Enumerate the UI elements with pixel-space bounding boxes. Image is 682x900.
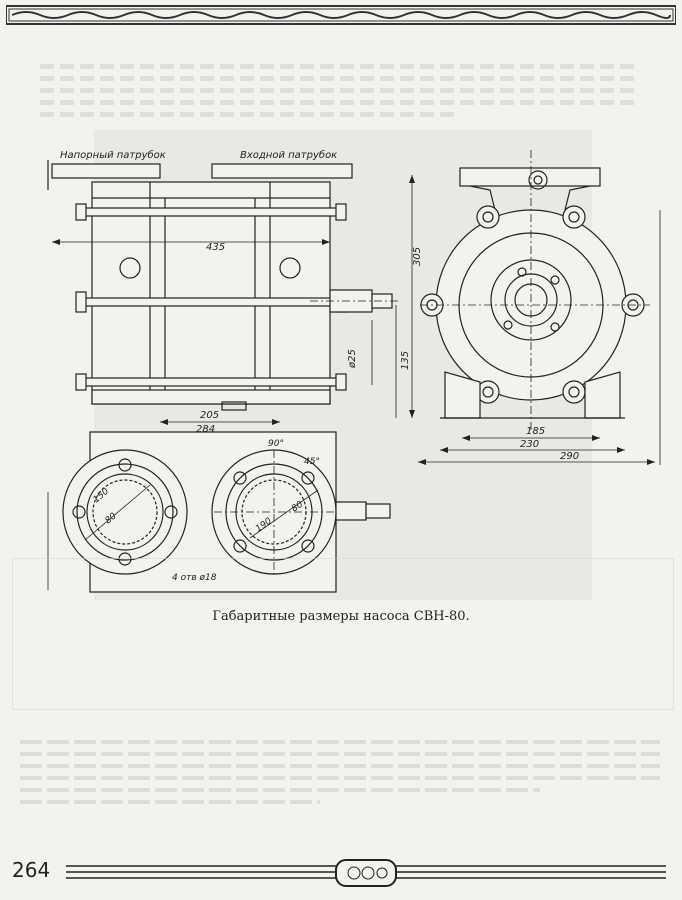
pump-dimension-drawing: Напорный патрубок Входной патрубок 435 ø… <box>47 149 661 593</box>
inlet-pipe-label: Входной патрубок <box>240 149 337 161</box>
dim-185: 185 <box>526 426 545 437</box>
dim-135: 135 <box>400 351 411 370</box>
angle-90: 90° <box>268 439 284 449</box>
holes-label: 4 отв ø18 <box>172 573 217 583</box>
top-ornament-border <box>6 5 676 25</box>
figure-caption: Габаритные размеры насоса СВН-80. <box>212 609 470 624</box>
page-number: 264 <box>12 858 51 882</box>
angle-45: 45° <box>304 457 320 467</box>
dim-284: 284 <box>196 424 215 435</box>
faded-table <box>12 558 674 710</box>
dim-435: 435 <box>206 242 225 253</box>
dim-305: 305 <box>412 247 423 266</box>
dim-205: 205 <box>200 410 219 421</box>
dim-290: 290 <box>560 451 579 462</box>
bottom-ornament-border <box>66 859 666 887</box>
dim-230: 230 <box>520 439 539 450</box>
dim-diameter-25: ø25 <box>347 349 358 369</box>
pressure-pipe-label: Напорный патрубок <box>60 149 166 161</box>
